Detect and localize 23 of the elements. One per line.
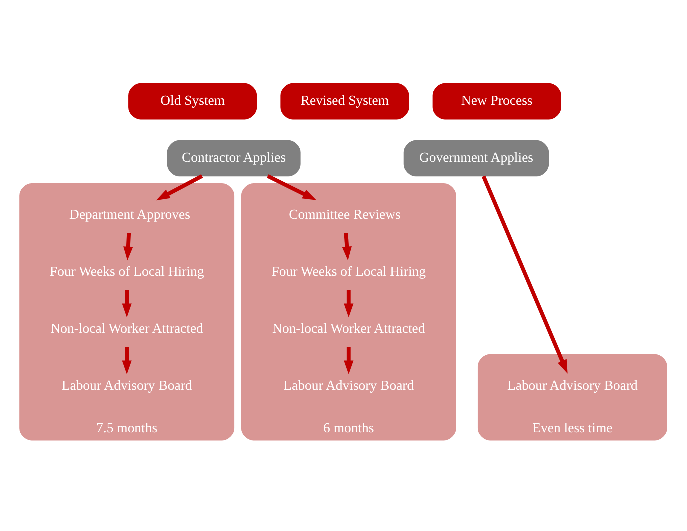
arrow: [124, 232, 134, 260]
node-text: Four Weeks of Local Hiring: [272, 264, 426, 279]
node-box: Old System: [128, 82, 258, 120]
node-text: Committee Reviews: [289, 206, 401, 222]
arrow: [344, 346, 354, 374]
node-text: Labour Advisory Board: [284, 377, 414, 392]
node-text: Non-local Worker Attracted: [272, 320, 426, 336]
node-box: Contractor Applies: [167, 140, 301, 176]
arrow: [122, 346, 132, 374]
arrow: [482, 175, 568, 374]
node-text: Labour Advisory Board: [507, 377, 638, 392]
node-text: Non-local Worker Attracted: [50, 320, 204, 336]
arrow: [267, 174, 317, 200]
node-text: Department Approves: [70, 206, 190, 222]
node-text: Labour Advisory Board: [62, 377, 192, 392]
arrow: [122, 290, 132, 318]
arrow: [344, 290, 354, 318]
node-box: Revised System: [280, 82, 410, 120]
arrow: [342, 232, 352, 260]
node-box: Government Applies: [404, 140, 550, 176]
node-text: Four Weeks of Local Hiring: [50, 264, 204, 279]
arrow: [156, 174, 204, 200]
node-box: New Process: [432, 82, 562, 120]
